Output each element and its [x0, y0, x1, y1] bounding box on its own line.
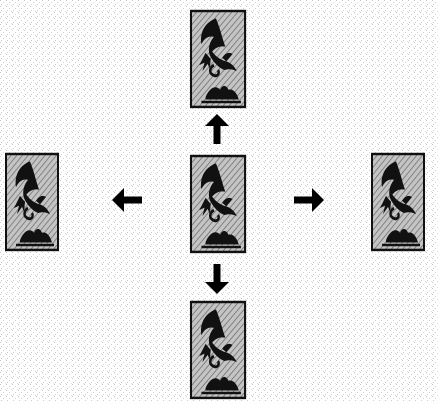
tile-left	[6, 154, 58, 250]
tile-center	[191, 156, 245, 252]
tile-top	[191, 11, 245, 107]
tile-bottom	[191, 302, 245, 398]
tile-right	[372, 154, 424, 250]
